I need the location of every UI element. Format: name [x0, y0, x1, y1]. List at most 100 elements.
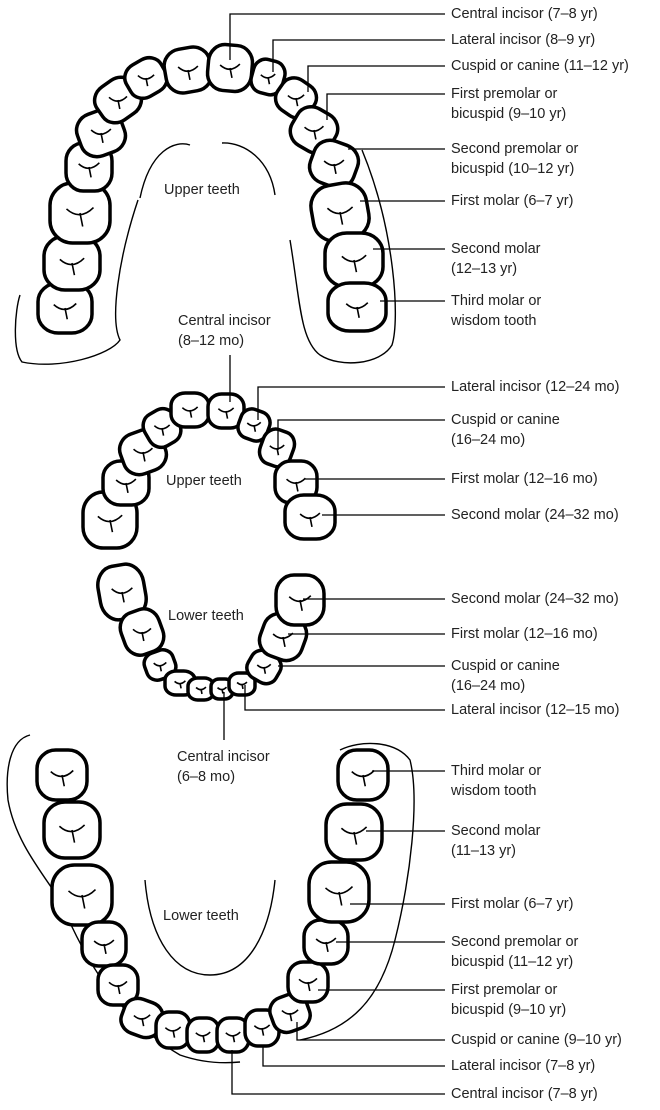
tooth-groove [256, 663, 272, 674]
tooth-groove [108, 95, 128, 110]
leader-line [307, 65, 445, 92]
tooth-groove [281, 1009, 299, 1022]
tooth-label: Second premolar or [451, 141, 579, 157]
tooth-groove [111, 587, 133, 603]
arch-title-permanent-upper: Upper teeth [164, 182, 240, 198]
upper-palate-outline [139, 142, 276, 199]
tooth-label: Lateral incisor (12–24 mo) [451, 379, 619, 395]
arch-title-primary-upper: Upper teeth [166, 473, 242, 489]
leader-lines [223, 13, 445, 1095]
lower-jaw-right [299, 742, 415, 1041]
tooth-label: First molar (12–16 mo) [451, 626, 598, 642]
tooth-label: Lateral incisor (12–15 mo) [451, 702, 619, 718]
tooth-groove [225, 1031, 241, 1043]
tooth-groove [341, 254, 367, 273]
tooth-label: Third molar or [451, 763, 541, 779]
tooth-label: Lateral incisor (8–9 yr) [451, 32, 595, 48]
tooth-label: Cuspid or canine (11–12 yr) [451, 58, 629, 74]
tooth-label: Second molar [451, 823, 541, 839]
tooth-groove [340, 826, 368, 845]
tooth-groove [324, 886, 354, 906]
tooth-groove [236, 681, 248, 690]
tooth-label: bicuspid (10–12 yr) [451, 161, 574, 177]
tooth-groove [288, 595, 312, 611]
tooth-groove [260, 73, 276, 85]
tooth-label: First premolar or [451, 982, 558, 998]
tooth-label: (16–24 mo) [451, 432, 525, 448]
tooth-label: First molar (6–7 yr) [451, 896, 573, 912]
tooth-groove [177, 65, 199, 81]
tooth-label: Second molar (24–32 mo) [451, 507, 619, 523]
tooth-groove [50, 769, 74, 787]
tooth-label: bicuspid (9–10 yr) [451, 1002, 566, 1018]
leader-line [277, 419, 445, 450]
tooth-labels: Central incisor (7–8 yr) Lateral incisor … [450, 6, 629, 1102]
tooth-groove [323, 159, 345, 175]
tooth-groove [304, 125, 325, 140]
leader-line [296, 1022, 445, 1041]
tooth-label: Second molar [451, 241, 541, 257]
tooth-groove [133, 447, 154, 462]
tooth-label: wisdom tooth [450, 313, 536, 329]
tooth-groove [181, 406, 199, 418]
tooth-groove [93, 939, 115, 955]
tooth-groove [58, 824, 86, 843]
tooth-groove [298, 977, 318, 992]
tooth-groove [90, 128, 112, 144]
tooth-groove [217, 407, 235, 419]
tooth-groove [195, 686, 207, 695]
tooth-groove [164, 1026, 182, 1038]
tooth-groove [133, 1014, 151, 1027]
leader-line [244, 685, 445, 711]
tooth-groove [59, 257, 85, 276]
tooth-groove [246, 421, 262, 432]
tooth-groove [65, 207, 95, 227]
tooth-label: Second molar (24–32 mo) [451, 591, 619, 607]
leader-line [231, 1050, 445, 1095]
tooth-groove [174, 680, 186, 689]
tooth-groove [326, 206, 354, 225]
label-primary-lower-central-incisor-age: (6–8 mo) [177, 769, 235, 785]
tooth-groove [351, 769, 375, 787]
tooth-label: (12–13 yr) [451, 261, 517, 277]
tooth-groove [97, 514, 123, 533]
tooth-groove [286, 477, 307, 492]
tooth-groove [137, 74, 155, 87]
tooth-label: bicuspid (11–12 yr) [451, 954, 573, 970]
tooth-label: Lateral incisor (7–8 yr) [451, 1058, 595, 1074]
tooth-groove [67, 889, 97, 909]
tooth-groove [115, 478, 137, 494]
lower-tongue-outline [144, 879, 276, 976]
tooth-label: Cuspid or canine [451, 412, 560, 428]
tooth-groove [315, 937, 337, 953]
leader-line [262, 1045, 445, 1067]
tooth-label: bicuspid (9–10 yr) [451, 106, 566, 122]
tooth-label: (16–24 mo) [451, 678, 525, 694]
tooth-groove [153, 661, 167, 672]
tooth-groove [216, 686, 228, 694]
tooth-groove [299, 512, 321, 528]
tooth-label: Central incisor (7–8 yr) [451, 6, 598, 22]
leader-line [272, 39, 445, 72]
tooth-label: First premolar or [451, 86, 558, 102]
tooth-groove [219, 63, 241, 79]
tooth-label: First molar (12–16 mo) [451, 471, 598, 487]
tooth-groove [253, 1024, 271, 1036]
tooth-label: Second premolar or [451, 934, 579, 950]
tooth-groove [132, 627, 152, 642]
tooth-groove [153, 424, 171, 436]
leader-line [326, 93, 445, 120]
tooth-label: Central incisor (7–8 yr) [451, 1086, 598, 1102]
tooth-label: (11–13 yr) [451, 843, 516, 859]
arch-title-permanent-lower: Lower teeth [163, 908, 239, 924]
tooth-groove [78, 162, 100, 178]
leader-line [229, 13, 445, 60]
tooth-label: wisdom tooth [450, 783, 536, 799]
tooth-groove [53, 302, 77, 320]
tooth-groove [269, 444, 285, 456]
upper-palate-left [14, 199, 139, 365]
label-primary-lower-central-incisor: Central incisor [177, 749, 270, 765]
tooth-groove [108, 980, 128, 995]
label-primary-upper-central-incisor: Central incisor [178, 313, 271, 329]
